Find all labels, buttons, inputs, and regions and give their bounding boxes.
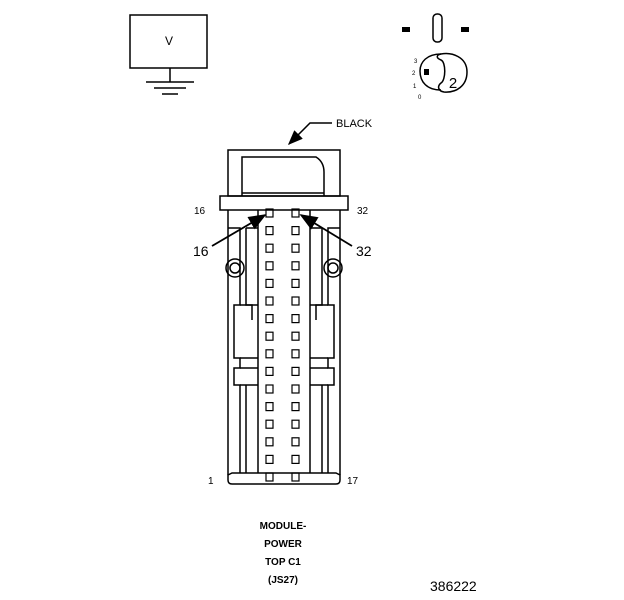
- voltmeter-label: V: [165, 34, 173, 48]
- caption-line: MODULE-: [259, 521, 307, 532]
- pin-cavity: [291, 296, 300, 306]
- pin-label-top-right: 32: [357, 206, 369, 217]
- pin-cavity: [265, 349, 274, 359]
- pin-cavity: [265, 296, 274, 306]
- pin-cavity: [291, 208, 300, 218]
- caption-line: POWER: [264, 539, 302, 550]
- ignition-position-label: 3: [414, 59, 418, 65]
- pin-cavity: [291, 437, 300, 447]
- connector-body: [219, 149, 349, 485]
- pin-cavity: [265, 384, 274, 394]
- ignition-position-number: 2: [449, 75, 457, 92]
- ignition-switch-icon: 2 3 2 1 0: [402, 13, 469, 101]
- pin-cavity: [291, 402, 300, 412]
- caption-line: TOP C1: [265, 557, 301, 568]
- pin-callout-label-right: 32: [356, 243, 372, 259]
- pin-cavity: [265, 437, 274, 447]
- pin-cavity: [265, 402, 274, 412]
- pin-cavity: [265, 208, 274, 218]
- pin-cavity: [291, 331, 300, 341]
- pin-cavity: [265, 472, 274, 482]
- pin-cavity: [291, 243, 300, 253]
- ignition-position-label: 0: [418, 95, 422, 101]
- pin-cavity: [291, 384, 300, 394]
- pin-cavity: [265, 366, 274, 376]
- connector-color-callout: BLACK: [287, 118, 373, 146]
- pin-cavity: [291, 472, 300, 482]
- pin-cavity: [265, 243, 274, 253]
- pin-label-bottom-left: 1: [208, 476, 214, 487]
- voltmeter-symbol: V: [129, 14, 208, 95]
- connector-caption: MODULE- POWER TOP C1 (JS27): [230, 518, 336, 590]
- pin-cavity: [265, 419, 274, 429]
- pin-cavity: [291, 349, 300, 359]
- pin-cavity: [265, 454, 274, 464]
- pin-cavity: [291, 314, 300, 324]
- pin-label-bottom-right: 17: [347, 476, 359, 487]
- pin-callout-label-left: 16: [193, 243, 209, 259]
- ignition-position-label: 2: [412, 71, 416, 77]
- pin-cavity: [265, 226, 274, 236]
- pin-cavity: [291, 261, 300, 271]
- pin-cavity: [265, 278, 274, 288]
- pin-cavity: [291, 278, 300, 288]
- pin-cavity: [291, 454, 300, 464]
- caption-line: (JS27): [267, 575, 298, 586]
- connector-color-label: BLACK: [336, 118, 373, 130]
- pin-cavity: [265, 331, 274, 341]
- pin-cavity: [291, 366, 300, 376]
- pin-callout-left: 16: [193, 214, 267, 259]
- pin-cavities: [265, 208, 300, 482]
- pin-callout-right: 32: [299, 214, 372, 259]
- ignition-position-label: 1: [413, 84, 417, 90]
- figure-number: 386222: [430, 578, 477, 594]
- pin-cavity: [291, 419, 300, 429]
- pin-cavity: [291, 226, 300, 236]
- pin-cavity: [265, 314, 274, 324]
- pin-label-top-left: 16: [194, 206, 206, 217]
- pin-cavity: [265, 261, 274, 271]
